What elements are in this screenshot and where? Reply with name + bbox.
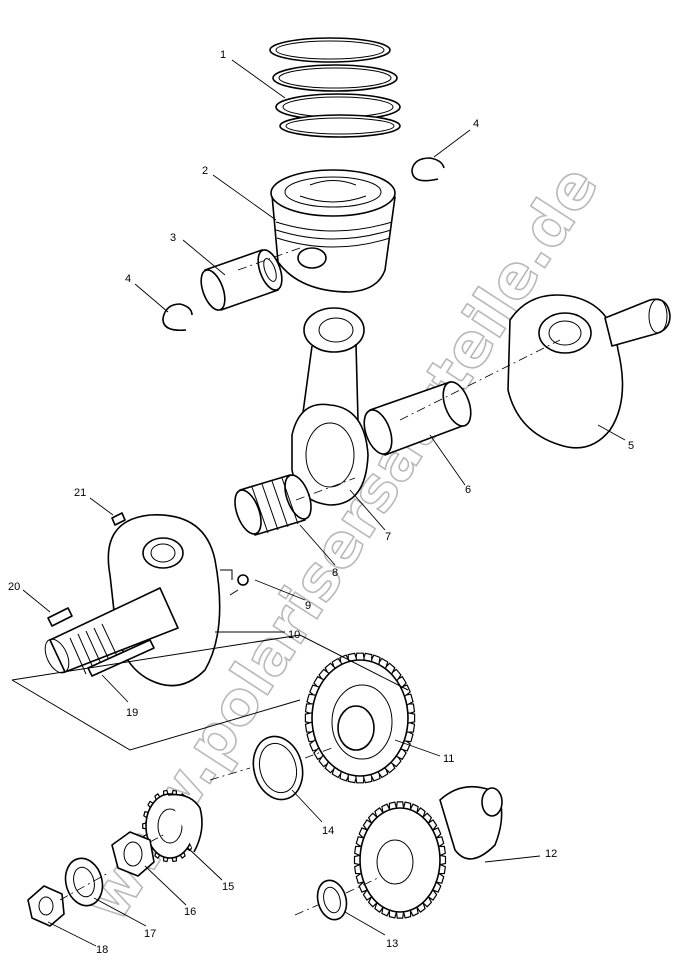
gear-crank (304, 652, 416, 784)
ball (237, 574, 249, 586)
gear-tooth (432, 827, 442, 839)
callout-4b: 4 (125, 273, 131, 285)
callout-19: 19 (126, 707, 138, 719)
callout-14: 14 (322, 825, 334, 837)
gear-tooth (374, 902, 384, 913)
callout-2: 2 (202, 165, 208, 177)
callout-3: 3 (170, 232, 176, 244)
hex-nut (27, 885, 65, 927)
callout-4a: 4 (473, 118, 479, 130)
callout-6: 6 (465, 484, 471, 496)
callout-10: 10 (288, 629, 300, 641)
circlip-lower (162, 303, 193, 332)
gear-tooth (381, 803, 391, 814)
callout-1: 1 (220, 49, 226, 61)
slotted-nut (111, 831, 155, 877)
gear-tooth (374, 807, 384, 818)
gear-tooth (362, 819, 373, 831)
gear-tooth (432, 881, 442, 893)
assembly-axes (11, 247, 561, 916)
gear-tooth (427, 889, 438, 901)
dowel-pin (87, 639, 155, 677)
gear-tooth (362, 889, 373, 901)
sprocket (142, 789, 203, 863)
callout-17: 17 (144, 928, 156, 940)
callout-15: 15 (222, 881, 234, 893)
crank-half-right (507, 294, 671, 449)
callout-13: 13 (386, 938, 398, 950)
gear-tooth (395, 801, 405, 809)
gear-tooth (427, 819, 438, 831)
gear-tooth (422, 896, 433, 908)
callout-labels: 1 2 3 4 4 5 6 7 8 9 10 11 12 13 14 15 16… (8, 49, 634, 956)
callout-12: 12 (545, 848, 557, 860)
circlip-upper (411, 157, 445, 182)
needle-bearing (234, 474, 312, 536)
gear-tooth (367, 896, 378, 908)
connecting-rod (291, 307, 369, 506)
piston (270, 169, 396, 293)
gear-tooth (186, 843, 193, 852)
gear-tooth (358, 827, 368, 839)
gear-tooth (409, 803, 419, 814)
gear-tooth (367, 812, 378, 824)
washer-small (316, 879, 348, 921)
balance-shaft-gear (353, 785, 503, 919)
piston-pin (200, 249, 283, 311)
gear-tooth (154, 793, 161, 800)
thrust-washer (252, 735, 304, 801)
callout-21: 21 (74, 487, 86, 499)
callout-18: 18 (96, 944, 108, 956)
crank-half-left (44, 514, 221, 687)
gear-tooth (154, 852, 161, 859)
gear-tooth (381, 906, 391, 917)
small-key (111, 512, 126, 526)
callout-9: 9 (305, 600, 311, 612)
callout-5: 5 (628, 440, 634, 452)
gear-tooth (416, 807, 426, 818)
gear-tooth (409, 906, 419, 917)
callout-11: 11 (443, 753, 454, 765)
callout-16: 16 (184, 906, 196, 918)
gear-tooth (353, 854, 361, 866)
gear-tooth (422, 812, 433, 824)
callout-8: 8 (332, 567, 338, 579)
washer-medium (64, 857, 104, 907)
gear-tooth (407, 712, 416, 724)
gear-tooth (358, 881, 368, 893)
callout-20: 20 (8, 581, 20, 593)
piston-rings (269, 37, 401, 138)
gear-tooth (416, 902, 426, 913)
woodruff-key (47, 607, 73, 627)
leader-lines (22, 59, 626, 947)
gear-tooth (147, 800, 154, 809)
crank-pin (363, 381, 472, 456)
gear-tooth (395, 911, 405, 919)
gear-tooth (439, 854, 447, 866)
callout-7: 7 (385, 531, 391, 543)
gear-tooth (179, 852, 186, 859)
